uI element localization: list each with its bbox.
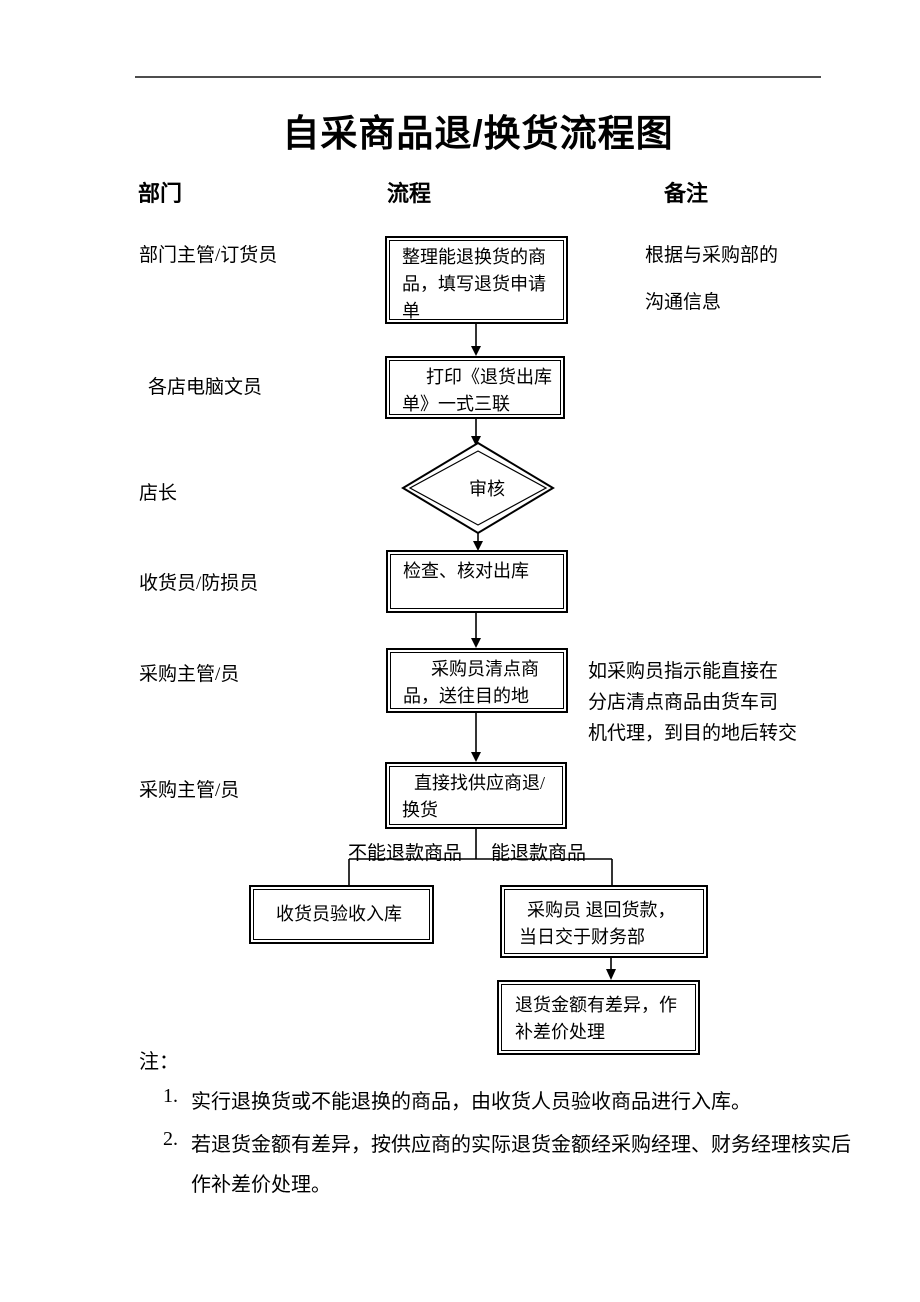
notes-heading: 注： bbox=[139, 1051, 179, 1073]
remark-purchasing-info-line: 根据与采购部的 bbox=[645, 245, 779, 266]
diamond-outer-border bbox=[401, 441, 555, 535]
flow-node-refund-to-finance: 采购员 退回货款， 当日交于财务部 bbox=[500, 885, 708, 958]
flow-node-count-deliver: 采购员清点商 品，送往目的地 bbox=[386, 648, 568, 713]
flow-node-text-line: 检查、核对出库 bbox=[403, 561, 529, 581]
column-header-department: 部门 bbox=[138, 181, 183, 206]
note-item-text: 若退货金额有差异，按供应商的实际退货金额经采购经理、财务经理核实后 bbox=[191, 1134, 851, 1156]
flow-node-check-outbound: 检查、核对出库 bbox=[386, 550, 568, 613]
flow-node-price-difference: 退货金额有差异，作 补差价处理 bbox=[497, 980, 700, 1055]
column-header-remark: 备注 bbox=[664, 181, 709, 206]
flow-node-collect-goods: 整理能退换货的商 品，填写退货申请 单 bbox=[385, 236, 568, 324]
flow-node-text-line: 直接找供应商退/ bbox=[414, 773, 546, 793]
note-item-text: 作补差价处理。 bbox=[191, 1174, 331, 1196]
flow-node-print-form: 打印《退货出库 单》一式三联 bbox=[385, 356, 565, 419]
remark-text-line: 分店清点商品由货车司 bbox=[588, 692, 779, 713]
branch-label-refundable: 能退款商品 bbox=[491, 843, 587, 864]
flow-node-text-line: 打印《退货出库 bbox=[426, 367, 552, 387]
column-header-process: 流程 bbox=[387, 181, 432, 206]
diamond-inner-border bbox=[408, 450, 548, 526]
remark-purchasing-info-line: 沟通信息 bbox=[645, 292, 722, 313]
flow-node-text-line: 换货 bbox=[402, 800, 438, 820]
remark-driver-delegate: 如采购员指示能直接在 分店清点商品由货车司 机代理，到目的地后转交 bbox=[588, 656, 797, 749]
flow-node-review-decision: 审核 bbox=[400, 440, 556, 536]
flow-node-text-line: 单 bbox=[402, 301, 420, 320]
branch-label-nonrefundable: 不能退款商品 bbox=[348, 843, 463, 864]
note-item-text: 实行退换货或不能退换的商品，由收货人员验收商品进行入库。 bbox=[191, 1091, 751, 1113]
department-label-store-computer-clerk: 各店电脑文员 bbox=[148, 377, 263, 398]
note-item-number: 2. bbox=[163, 1128, 178, 1150]
flow-node-text-line: 补差价处理 bbox=[515, 1022, 605, 1042]
flow-node-receive-inbound: 收货员验收入库 bbox=[249, 885, 434, 944]
flow-node-text-line: 整理能退换货的商 bbox=[402, 247, 546, 267]
flow-node-text-line: 品，填写退货申请 bbox=[402, 274, 546, 294]
remark-text-line: 机代理，到目的地后转交 bbox=[588, 723, 798, 744]
remark-text-line: 如采购员指示能直接在 bbox=[588, 661, 779, 682]
department-label-store-manager: 店长 bbox=[139, 483, 178, 504]
page-title: 自采商品退/换货流程图 bbox=[282, 113, 674, 154]
arrowhead-check-count bbox=[471, 638, 481, 648]
department-label-receiver-loss-prevention: 收货员/防损员 bbox=[139, 573, 259, 594]
arrowhead-count-contact bbox=[471, 752, 481, 762]
flow-node-text-line: 采购员 退回货款， bbox=[527, 900, 676, 920]
department-label-supervisor-orderer: 部门主管/订货员 bbox=[139, 245, 278, 266]
flow-node-contact-supplier: 直接找供应商退/ 换货 bbox=[385, 762, 567, 829]
flow-node-text-line: 审核 bbox=[469, 479, 505, 499]
flow-node-text-line: 单》一式三联 bbox=[402, 394, 510, 414]
arrowhead-collect-print bbox=[471, 346, 481, 356]
flow-node-text-line: 品，送往目的地 bbox=[403, 686, 529, 706]
flow-node-text-line: 当日交于财务部 bbox=[519, 927, 645, 947]
note-item-number: 1. bbox=[163, 1085, 178, 1107]
header-rule bbox=[135, 76, 821, 78]
department-label-purchasing-supervisor-1: 采购主管/员 bbox=[139, 664, 240, 685]
flow-node-text-line: 采购员清点商 bbox=[431, 659, 539, 679]
flow-node-text-line: 退货金额有差异，作 bbox=[515, 995, 677, 1015]
department-label-purchasing-supervisor-2: 采购主管/员 bbox=[139, 780, 240, 801]
arrowhead-refund-difference bbox=[606, 969, 616, 980]
flow-node-text-line: 收货员验收入库 bbox=[276, 904, 402, 924]
